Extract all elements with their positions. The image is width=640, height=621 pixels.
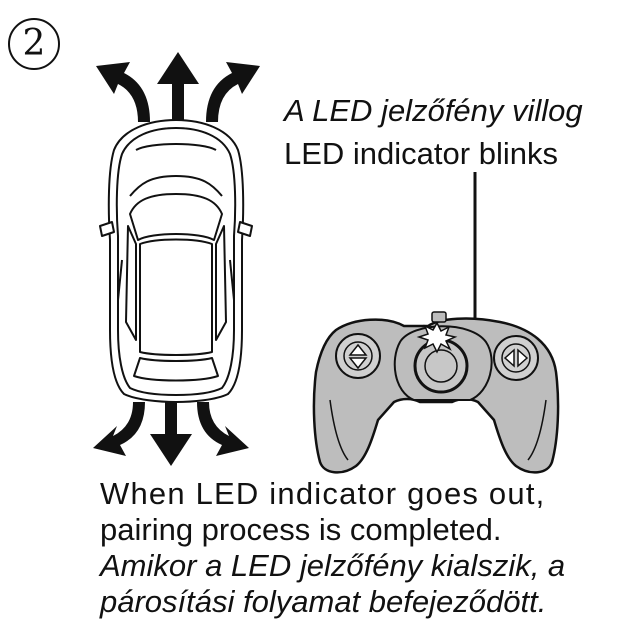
- led-label-hungarian: A LED jelzőfény villog: [284, 93, 583, 128]
- reverse-arrows-icon: [93, 402, 249, 466]
- caption-hungarian-line1: Amikor a LED jelzőfény kialszik, a: [100, 548, 566, 583]
- led-label-english: LED indicator blinks: [284, 136, 558, 171]
- car-topview-icon: [99, 119, 253, 403]
- remote-controller-icon: [312, 311, 560, 474]
- caption-english-line2: pairing process is completed.: [100, 512, 502, 547]
- caption-hungarian-line2: párosítási folyamat befejeződött.: [100, 584, 547, 619]
- led-pointer-line: [447, 172, 477, 339]
- caption-english-line1: When LED indicator goes out,: [100, 476, 546, 511]
- led-blink-icon: [416, 321, 458, 354]
- forward-arrows-icon: [96, 52, 260, 122]
- step-number: 2: [22, 23, 46, 64]
- step-number-badge: 2: [8, 18, 60, 70]
